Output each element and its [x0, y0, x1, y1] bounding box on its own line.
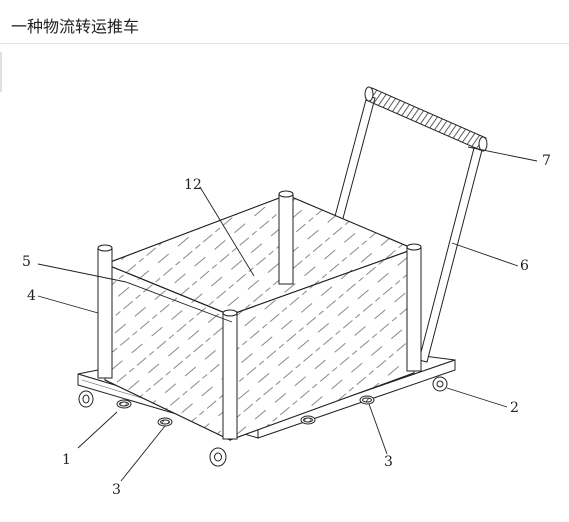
leader-lines: [37, 146, 538, 482]
wheel-front-left: [78, 390, 94, 408]
label-4: 4: [27, 288, 36, 304]
label-1: 1: [62, 452, 71, 468]
cart-patent-drawing: 12 5 4 7 6 2 1 3 3: [22, 86, 551, 498]
post-back: [278, 190, 294, 285]
handle-grip: [364, 86, 488, 152]
vent-right: [359, 395, 375, 405]
label-3-right: 3: [384, 454, 393, 470]
wheel-front: [209, 447, 227, 467]
vent-left: [116, 399, 132, 409]
label-12: 12: [184, 177, 202, 193]
wheel-right: [432, 376, 448, 392]
label-2: 2: [510, 400, 519, 416]
label-6: 6: [520, 258, 529, 274]
label-3-left: 3: [112, 482, 121, 498]
label-5: 5: [22, 254, 31, 270]
vent-front: [157, 417, 173, 427]
page-title: 一种物流转运推车: [11, 17, 140, 36]
header-bar: 一种物流转运推车: [0, 0, 569, 44]
post-right: [406, 243, 422, 372]
glass-box: [103, 194, 416, 441]
post-front: [222, 309, 238, 440]
scrollbar-stub: [0, 52, 2, 92]
vent-middle: [300, 415, 316, 425]
post-left: [97, 244, 113, 379]
label-7: 7: [542, 153, 551, 169]
